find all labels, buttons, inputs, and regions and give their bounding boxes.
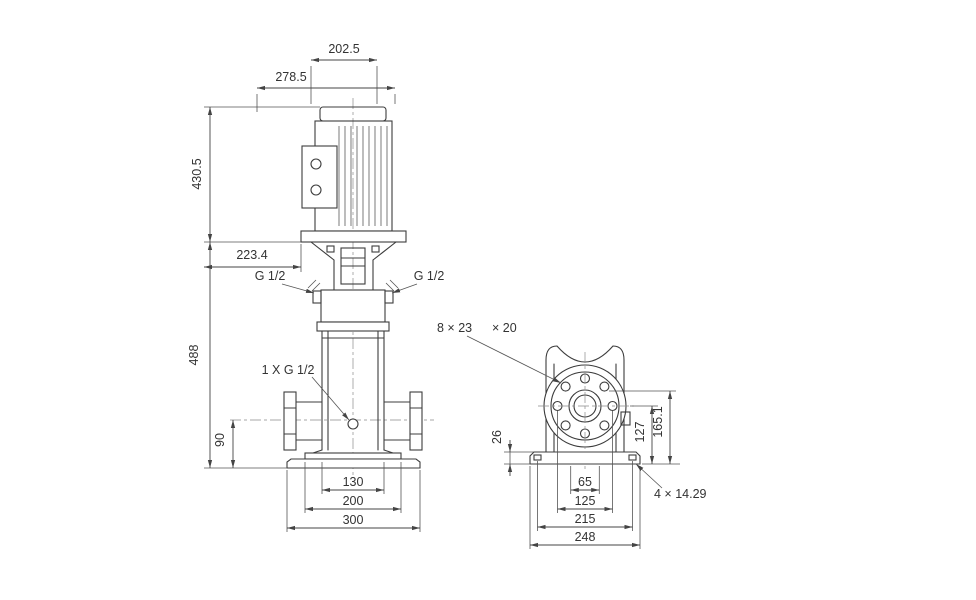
- cable-gland-top: [310, 158, 322, 170]
- head-flange: [316, 321, 390, 332]
- pipe-flanges: [283, 391, 423, 451]
- motor-flange: [300, 230, 407, 243]
- drain-leader: [311, 376, 350, 421]
- anchor-slot-left: [533, 454, 542, 461]
- end-view-base: [529, 451, 641, 465]
- dimension-labels: 202.5 278.5 430.5 223.4 488 90 G 1/2 G 1…: [187, 42, 707, 544]
- flange-right: [409, 391, 423, 451]
- pump-column: [321, 330, 385, 451]
- dim-bolt-span-label: 125: [575, 494, 596, 508]
- cable-gland-bottom: [310, 184, 322, 196]
- drain-plug: [347, 418, 359, 430]
- front-view-dimensions: [204, 57, 421, 532]
- end-view-dimensions: [466, 335, 680, 549]
- end-base-plate: [529, 451, 641, 465]
- dim-base-depth-label: 248: [575, 530, 596, 544]
- flange-left: [283, 391, 297, 451]
- motor-fins: [338, 126, 388, 226]
- dim-base-width-label: 300: [343, 513, 364, 527]
- flange-holes-label-a: 8 × 23: [437, 321, 472, 335]
- anchor-slot-right: [628, 454, 637, 461]
- pump-base: [286, 449, 421, 469]
- dim-inner-span-label: 65: [578, 475, 592, 489]
- motor: [300, 106, 407, 243]
- dim-chamber-width-label: 130: [343, 475, 364, 489]
- port-right-leader: [391, 283, 418, 294]
- flange-holes-label-b: × 20: [492, 321, 517, 335]
- coupling-bolt-right: [371, 245, 380, 253]
- dim-base-upper-width-label: 200: [343, 494, 364, 508]
- front-view: [230, 98, 434, 478]
- base-plate: [286, 458, 421, 469]
- drain-label: 1 X G 1/2: [262, 363, 315, 377]
- dim-center-height-label: 127: [633, 422, 647, 443]
- dim-head-depth-label: 223.4: [236, 248, 267, 262]
- port-right: [384, 290, 394, 304]
- terminal-box: [301, 145, 338, 209]
- dim-total-depth-label: 278.5: [275, 70, 306, 84]
- dim-base-height-label: 26: [490, 430, 504, 444]
- dim-top-height-label: 165.1: [651, 406, 665, 437]
- port-right-label: G 1/2: [414, 269, 445, 283]
- port-left-label: G 1/2: [255, 269, 286, 283]
- side-lug: [620, 411, 631, 426]
- anchor-holes-leader: [635, 463, 663, 489]
- dim-anchor-span-label: 215: [575, 512, 596, 526]
- coupling-bolt-left: [326, 245, 335, 253]
- end-view: [529, 345, 641, 470]
- head-block: [320, 289, 386, 323]
- base-upper-plate: [304, 452, 402, 460]
- dim-top-width-label: 202.5: [328, 42, 359, 56]
- dim-pump-height-label: 488: [187, 345, 201, 366]
- port-hatch-marks: [307, 279, 399, 292]
- dim-port-height-label: 90: [213, 433, 227, 447]
- dim-motor-height-label: 430.5: [190, 158, 204, 189]
- port-left-leader: [281, 283, 315, 294]
- pump-head: [307, 241, 399, 332]
- port-left: [312, 290, 322, 304]
- anchor-holes-label: 4 × 14.29: [654, 487, 707, 501]
- flange-holes-leader: [466, 335, 562, 384]
- suction-flange-face: [538, 352, 634, 470]
